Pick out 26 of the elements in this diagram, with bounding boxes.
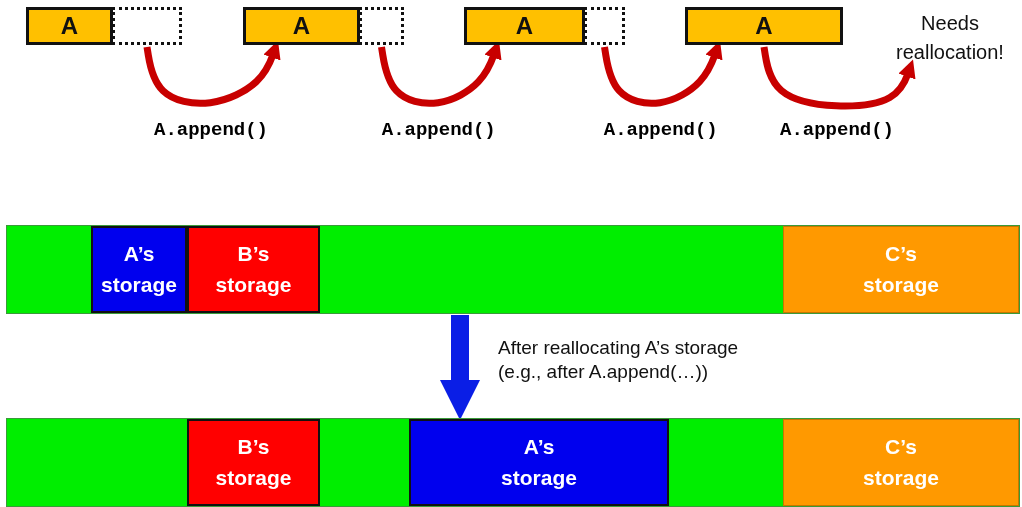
storage-block — [91, 226, 187, 313]
element-label: A — [60, 10, 79, 41]
storage-label: B’s storage — [214, 241, 293, 298]
storage-label: C’s storage — [862, 241, 940, 298]
storage-label: B’s storage — [214, 434, 293, 491]
element-label: A — [515, 10, 534, 41]
element-label: A — [292, 10, 311, 41]
element-box — [243, 7, 360, 45]
storage-label: C’s storage — [862, 434, 940, 491]
storage-block — [187, 419, 320, 506]
element-box — [685, 7, 843, 45]
element-label: A — [755, 10, 773, 41]
curved-arrow — [760, 46, 916, 110]
element-box — [26, 7, 113, 45]
note-text: After reallocating A’s storage (e.g., after A.append(…)) — [498, 336, 740, 384]
memory-bar — [6, 418, 1020, 507]
memory-bar — [6, 225, 1020, 314]
storage-block — [783, 419, 1019, 506]
storage-label: A’s storage — [100, 241, 178, 298]
storage-block — [409, 419, 669, 506]
storage-block — [187, 226, 320, 313]
down-arrow — [440, 315, 480, 420]
element-box — [464, 7, 585, 45]
storage-label: A’s storage — [500, 434, 578, 491]
storage-block — [783, 226, 1019, 313]
note-text: Needs reallocation! — [895, 11, 1005, 65]
